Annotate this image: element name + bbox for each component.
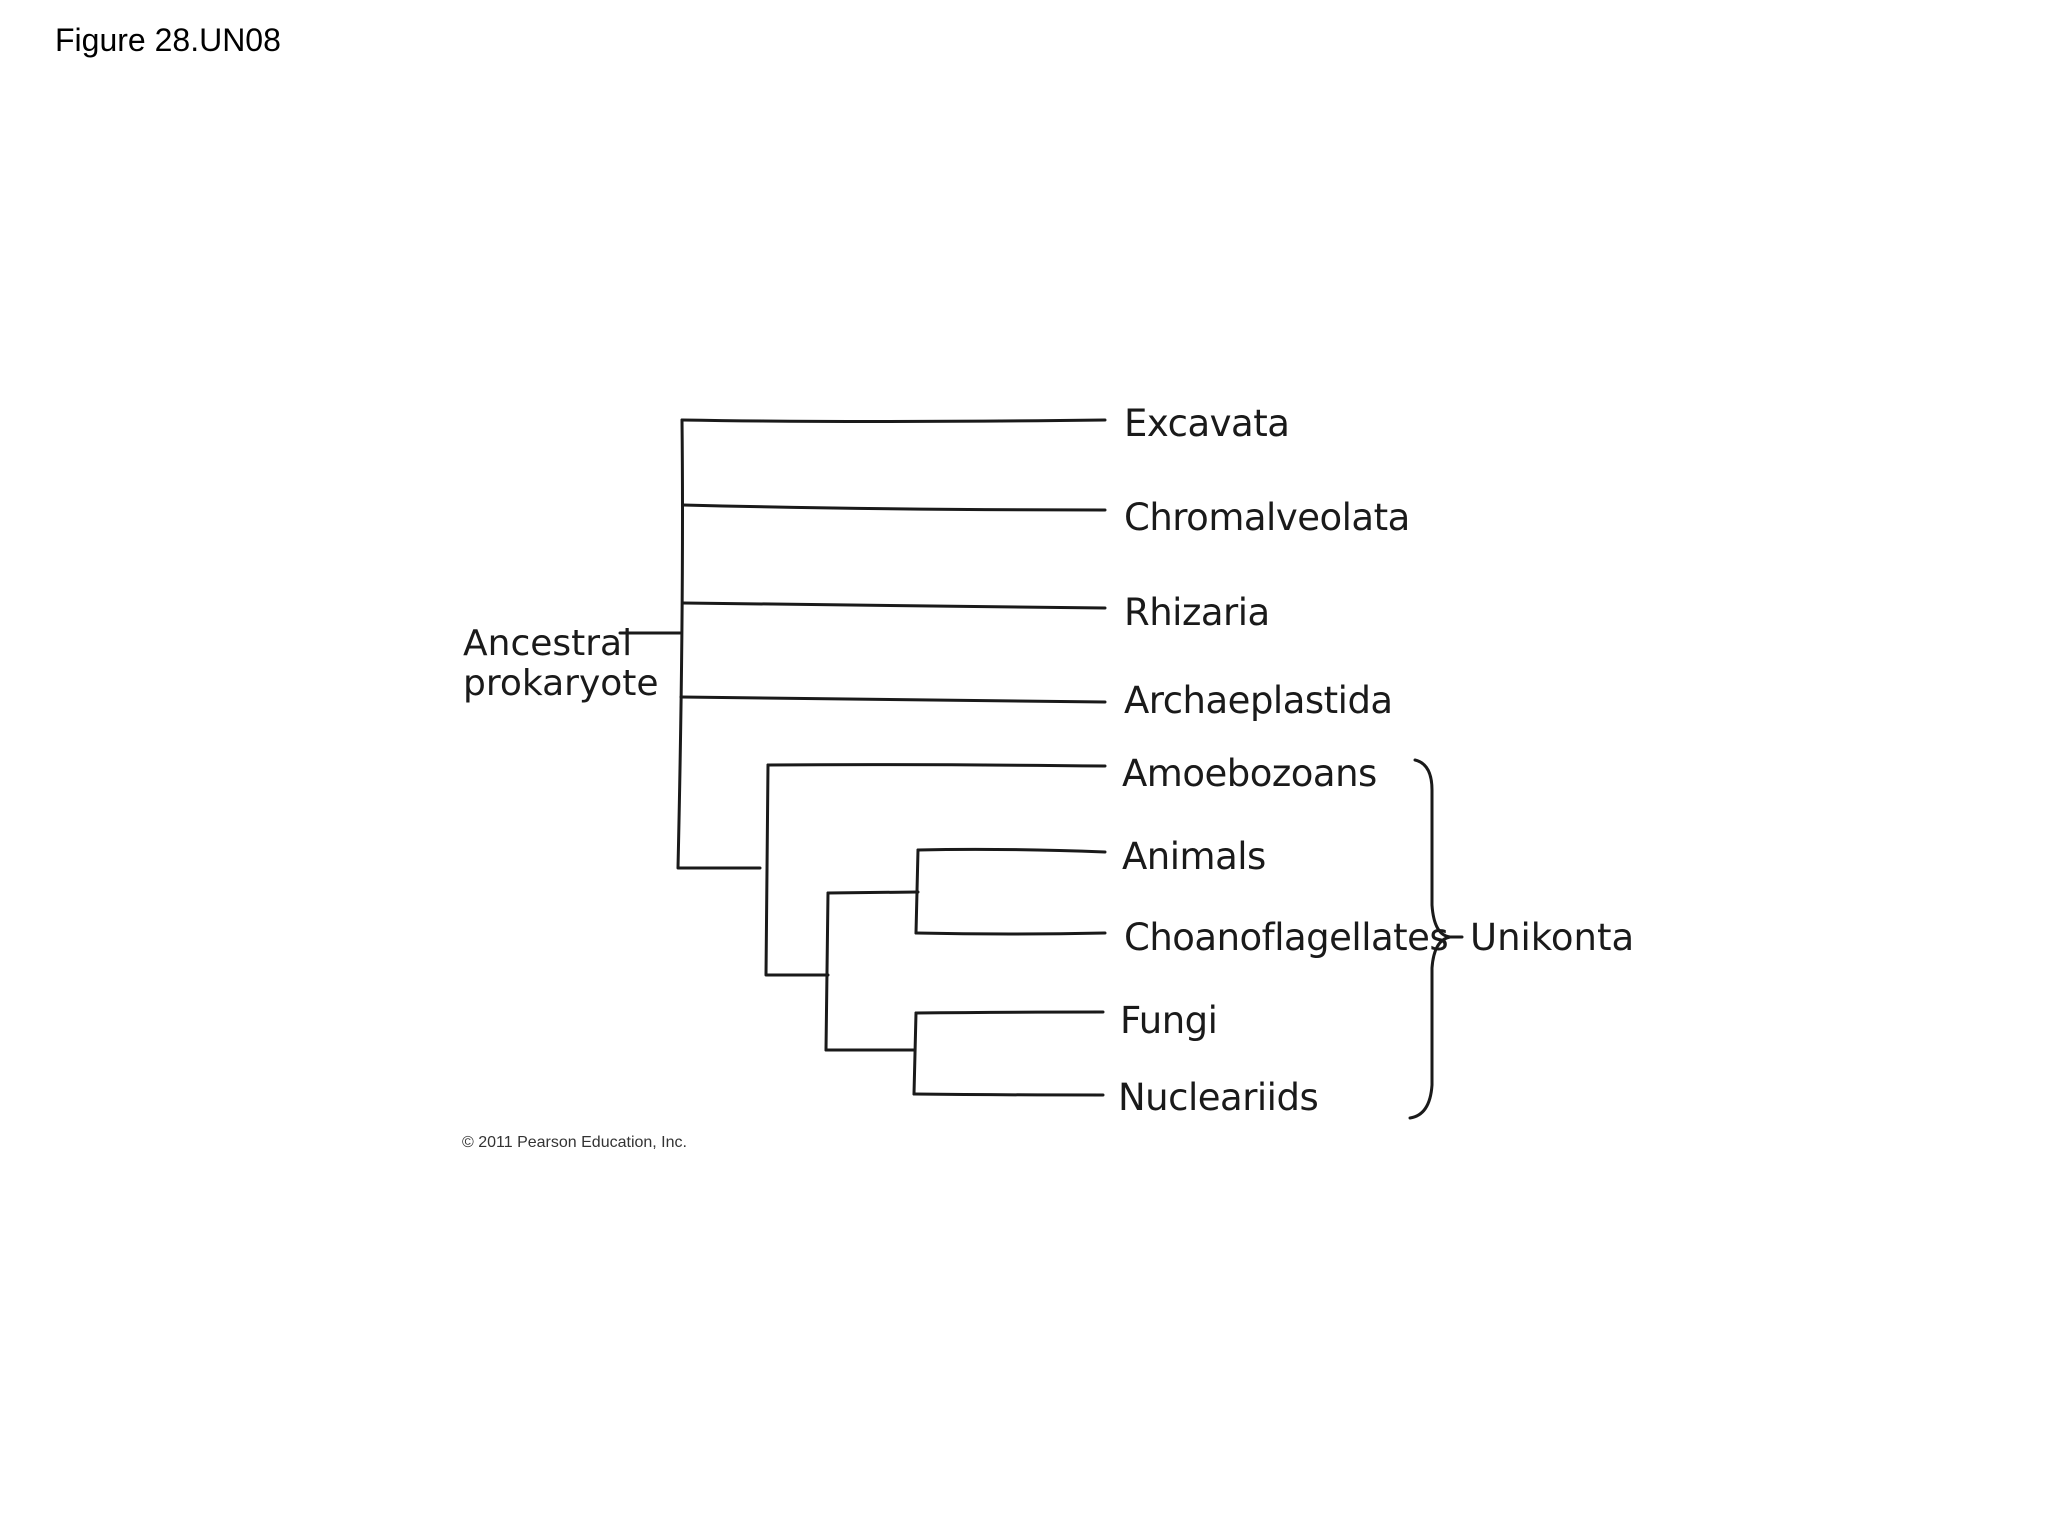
taxon-choanoflagellates: Choanoflagellates [1124,916,1448,959]
opisthokont-trunk [824,891,830,1052]
taxon-amoebozoans: Amoebozoans [1122,752,1377,795]
branch-rhizaria [681,601,1107,610]
branch-archaeplastida [679,695,1107,704]
taxon-excavata: Excavata [1124,402,1289,445]
opisthokont-upper [826,890,920,895]
branch-fungi [914,1010,1105,1015]
copyright-notice: © 2011 Pearson Education, Inc. [462,1134,687,1151]
branch-nucleariids [912,1092,1105,1097]
taxon-chromalveolata: Chromalveolata [1124,496,1410,539]
branch-excavata [680,418,1107,423]
taxon-rhizaria: Rhizaria [1124,591,1270,634]
branch-chromalveolata [681,503,1107,512]
group-label-unikonta: Unikonta [1470,916,1634,959]
fungi-nuclear-trunk [912,1011,918,1096]
branch-animals [916,847,1107,854]
animal-choano-trunk [914,848,920,935]
taxon-fungi: Fungi [1120,999,1217,1042]
branch-amoebozoans [766,763,1107,768]
unikont-trunk [764,763,830,977]
figure-label: Figure 28.UN08 [55,22,281,58]
root-label-line1: Ancestral [463,623,632,664]
root-label-line2: prokaryote [463,663,659,704]
main-trunk [676,418,762,870]
taxon-nucleariids: Nucleariids [1118,1076,1318,1119]
taxon-animals: Animals [1122,835,1266,878]
branch-choanoflagellates [914,931,1107,936]
taxon-archaeplastida: Archaeplastida [1124,679,1393,722]
